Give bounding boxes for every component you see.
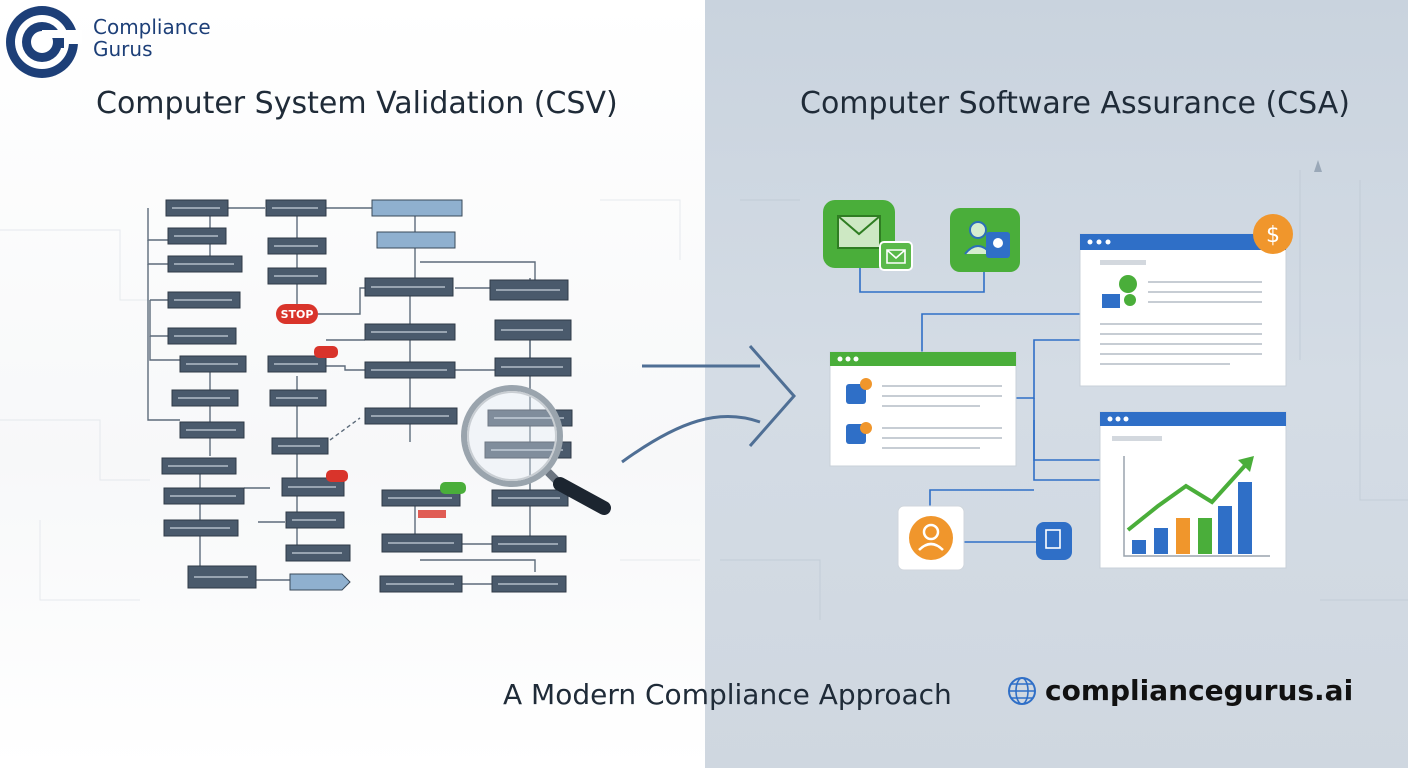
chart-icon [1099,411,1287,569]
email-icon [823,200,913,271]
magnifier-icon [461,385,611,515]
csv-heading: Computer System Validation (CSV) [96,86,618,121]
brand-line-1: Compliance [93,15,211,39]
csa-connectors [859,268,1100,543]
website-link[interactable]: compliancegurus.ai [1007,674,1353,707]
report-window [1079,233,1287,387]
csv-panel [0,0,705,768]
website-url[interactable]: compliancegurus.ai [1045,674,1354,707]
csa-panel [705,0,1408,768]
logo-icon [6,6,82,78]
csa-heading: Computer Software Assurance (CSA) [800,86,1350,121]
doc-badge-icon [1036,522,1072,560]
arrow-right-icon [621,345,796,464]
brand-line-2: Gurus [93,37,153,61]
document-window [829,351,1017,467]
brand-name: Compliance Gurus [93,16,211,60]
stop-label: STOP [281,308,314,321]
svg-text:$: $ [1266,223,1280,248]
circuit-bg-left [0,199,700,601]
globe-icon [1008,676,1036,705]
stop-marker [276,304,318,324]
user-icon [950,208,1020,272]
flow-connectors [147,207,536,585]
tagline: A Modern Compliance Approach [503,678,952,711]
dollar-icon: $ [1253,214,1293,254]
profile-card-icon [897,505,965,571]
circuit-bg-right [720,170,1408,620]
